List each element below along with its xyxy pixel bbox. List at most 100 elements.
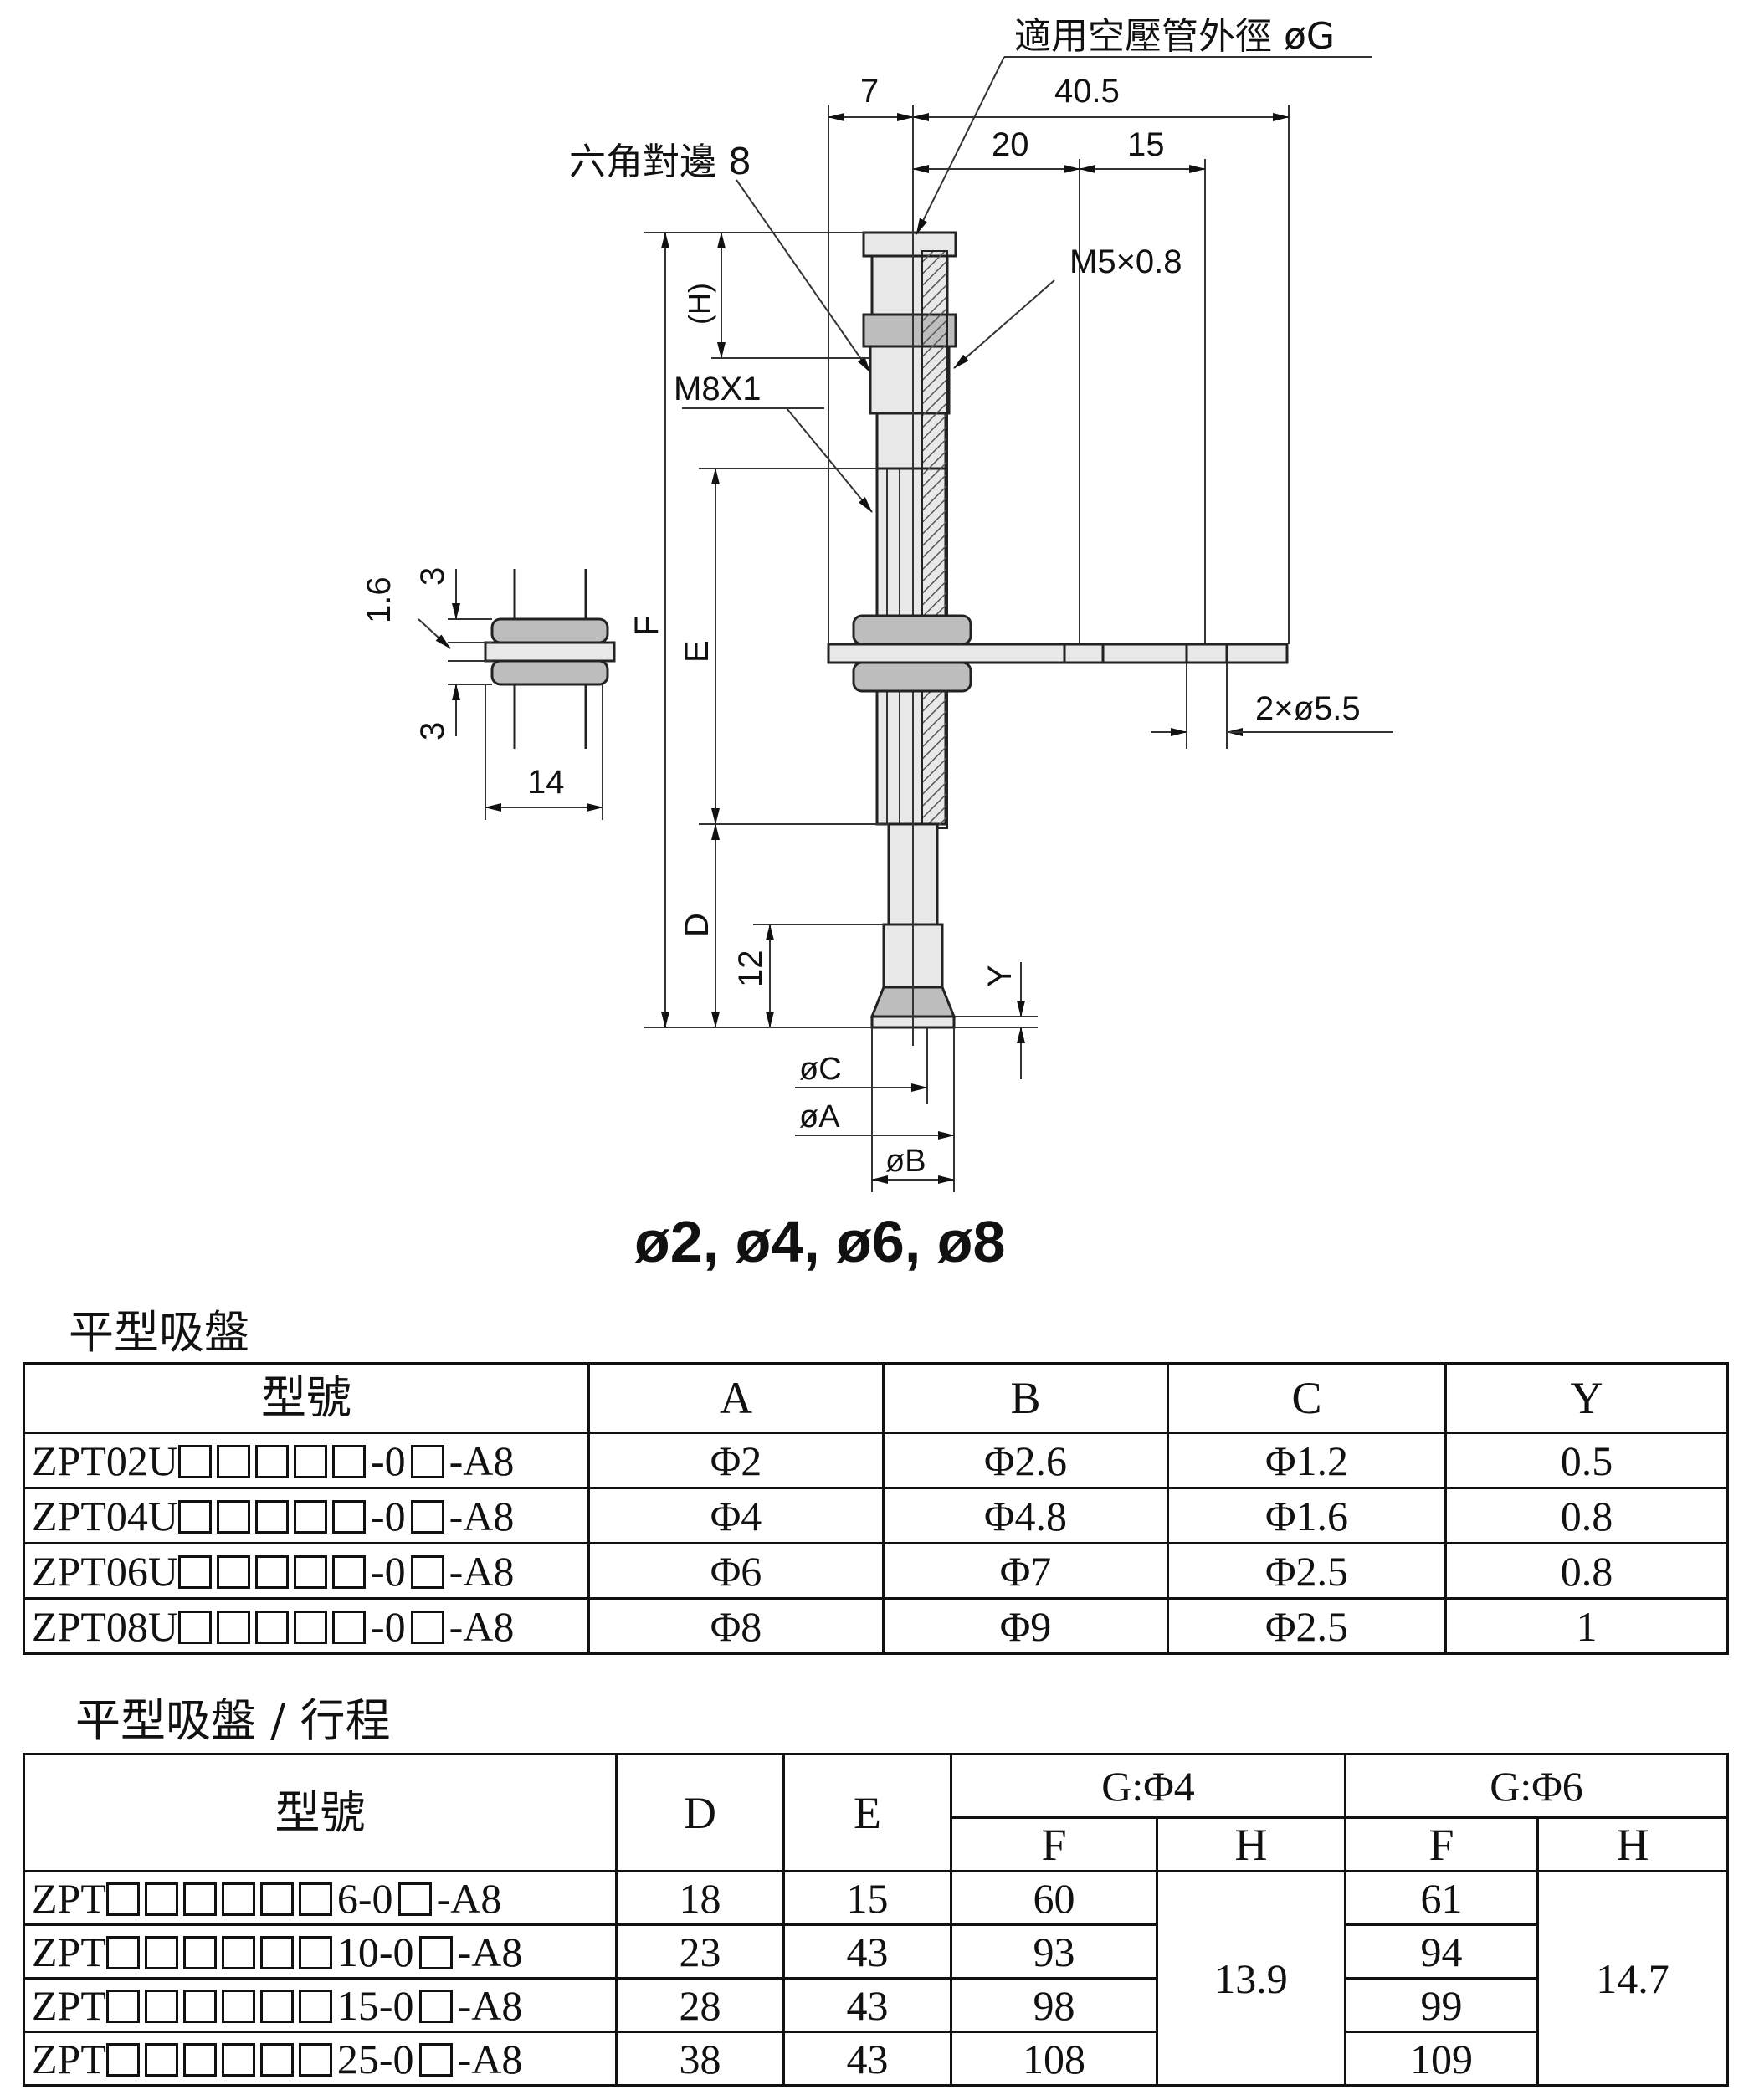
cell-y: 0.8	[1444, 1542, 1729, 1600]
t2-header-e: E	[782, 1753, 952, 1872]
cell-y: 0.8	[1444, 1487, 1729, 1544]
model-suffix: -A8	[457, 2035, 523, 2082]
option-box	[259, 2042, 294, 2077]
t1-header-y: Y	[1444, 1362, 1729, 1434]
option-box	[144, 1935, 178, 1969]
dim-h-label: (H)	[682, 283, 716, 325]
option-box	[217, 1555, 250, 1589]
option-box	[144, 1989, 178, 2023]
option-box	[105, 2042, 140, 2077]
option-box	[255, 1444, 289, 1478]
option-box	[298, 1882, 332, 1916]
dim-e-label: E	[679, 640, 716, 663]
cell-a: Φ4	[587, 1487, 885, 1544]
cell-d: 38	[615, 2031, 785, 2087]
nut-detail	[418, 569, 616, 820]
option-box	[332, 1444, 366, 1478]
t2-sub-h-g6: H	[1536, 1816, 1729, 1872]
option-box	[144, 1882, 178, 1916]
t2-sub-f-g6: F	[1344, 1816, 1539, 1872]
cell-e: 43	[782, 1977, 952, 2033]
table1-title: 平型吸盤	[69, 1306, 249, 1359]
model-mid: -0	[371, 1437, 406, 1484]
option-box	[298, 2042, 332, 2077]
model-cell: ZPT02U-0-A8	[23, 1432, 590, 1489]
dim-a-label: øA	[799, 1099, 840, 1135]
cell-d: 18	[615, 1870, 785, 1926]
option-box	[221, 1989, 255, 2023]
option-box	[255, 1610, 289, 1644]
technical-drawing: 適用空壓管外徑 øG 7 40.5 20 15 六角對邊 8 M5×0.8 M8…	[361, 15, 1393, 1274]
option-box	[398, 1882, 432, 1916]
model-mid: 10-0	[336, 1928, 414, 1975]
option-box	[410, 1610, 444, 1644]
cell-d: 23	[615, 1923, 785, 1980]
option-box	[294, 1444, 327, 1478]
dim-b-label: øB	[885, 1144, 926, 1179]
option-box	[294, 1555, 327, 1589]
cell-b: Φ7	[882, 1542, 1169, 1600]
t2-sub-f-g4: F	[950, 1816, 1158, 1872]
t2-header-d: D	[615, 1753, 785, 1872]
cell-f-g6: 109	[1344, 2031, 1539, 2087]
option-box	[255, 1555, 289, 1589]
cell-f-g4: 108	[950, 2031, 1158, 2087]
model-prefix: ZPT	[32, 2035, 106, 2082]
option-box	[410, 1499, 444, 1534]
option-box	[259, 1882, 294, 1916]
cell-b: Φ2.6	[882, 1432, 1169, 1489]
cell-c: Φ2.5	[1167, 1542, 1447, 1600]
option-box	[182, 1882, 217, 1916]
model-prefix: ZPT04U	[32, 1492, 178, 1539]
cell-f-g4: 98	[950, 1977, 1158, 2033]
t1-header-a: A	[587, 1362, 885, 1434]
model-suffix: -A8	[449, 1437, 515, 1484]
model-cell: ZPT08U-0-A8	[23, 1597, 590, 1655]
option-box	[418, 1989, 453, 2023]
holes-label: 2×ø5.5	[1255, 690, 1361, 727]
cell-d: 28	[615, 1977, 785, 2033]
thread-m8-label: M8X1	[674, 371, 762, 407]
dim-c-label: øC	[799, 1052, 842, 1087]
option-box	[217, 1444, 250, 1478]
cell-c: Φ1.2	[1167, 1432, 1447, 1489]
option-box	[259, 1989, 294, 2023]
nut-1-6-label: 1.6	[361, 576, 398, 623]
cell-b: Φ4.8	[882, 1487, 1169, 1544]
cell-e: 43	[782, 2031, 952, 2087]
model-cell: ZPT06U-0-A8	[23, 1542, 590, 1600]
option-box	[105, 1935, 140, 1969]
cell-y: 0.5	[1444, 1432, 1729, 1489]
option-box	[298, 1935, 332, 1969]
model-mid: 6-0	[336, 1874, 393, 1922]
cell-a: Φ2	[587, 1432, 885, 1489]
t2-group-g4: G:Φ4	[950, 1753, 1346, 1819]
option-box	[294, 1499, 327, 1534]
t2-header-model: 型號	[23, 1753, 618, 1872]
option-box	[178, 1444, 212, 1478]
option-box	[144, 2042, 178, 2077]
t2-sub-h-g4: H	[1156, 1816, 1346, 1872]
option-box	[332, 1555, 366, 1589]
option-box	[418, 1935, 453, 1969]
option-box	[410, 1444, 444, 1478]
cell-e: 43	[782, 1923, 952, 1980]
cell-c: Φ2.5	[1167, 1597, 1447, 1655]
dim-12-label: 12	[732, 950, 769, 988]
option-box	[221, 2042, 255, 2077]
nut-3-top-label: 3	[414, 567, 451, 586]
option-box	[178, 1499, 212, 1534]
t1-header-c: C	[1167, 1362, 1447, 1434]
sizes-caption: ø2, ø4, ø6, ø8	[634, 1209, 1005, 1274]
dim-40-5-label: 40.5	[1054, 73, 1120, 110]
cell-f-g4: 60	[950, 1870, 1158, 1926]
